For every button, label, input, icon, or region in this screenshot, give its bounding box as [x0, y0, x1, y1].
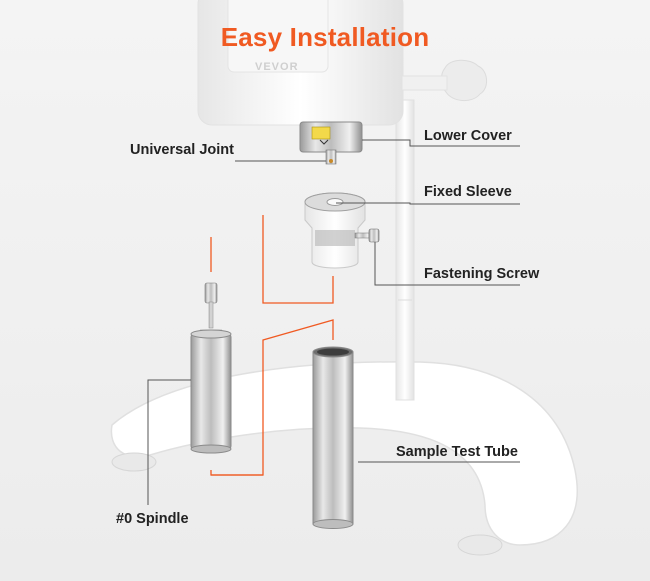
label-fastening-screw: Fastening Screw	[424, 266, 540, 282]
fixed-sleeve-part	[304, 192, 380, 269]
label-fixed-sleeve: Fixed Sleeve	[424, 184, 512, 200]
alignment-guides	[210, 215, 334, 476]
sample-tube-part	[312, 346, 354, 529]
spindle-part	[190, 282, 232, 454]
viscometer-body: VEVOR	[197, 0, 487, 126]
universal-joint-part	[325, 149, 337, 165]
label-universal-joint: Universal Joint	[130, 142, 234, 158]
support-rod	[395, 99, 415, 401]
label-sample-test-tube: Sample Test Tube	[396, 444, 518, 460]
label-spindle: #0 Spindle	[116, 511, 189, 527]
brand-mark: VEVOR	[255, 61, 299, 73]
callout-lines	[147, 139, 520, 505]
lower-cover-part	[299, 121, 363, 153]
page-title: Easy Installation	[220, 22, 430, 52]
label-lower-cover: Lower Cover	[424, 128, 512, 144]
